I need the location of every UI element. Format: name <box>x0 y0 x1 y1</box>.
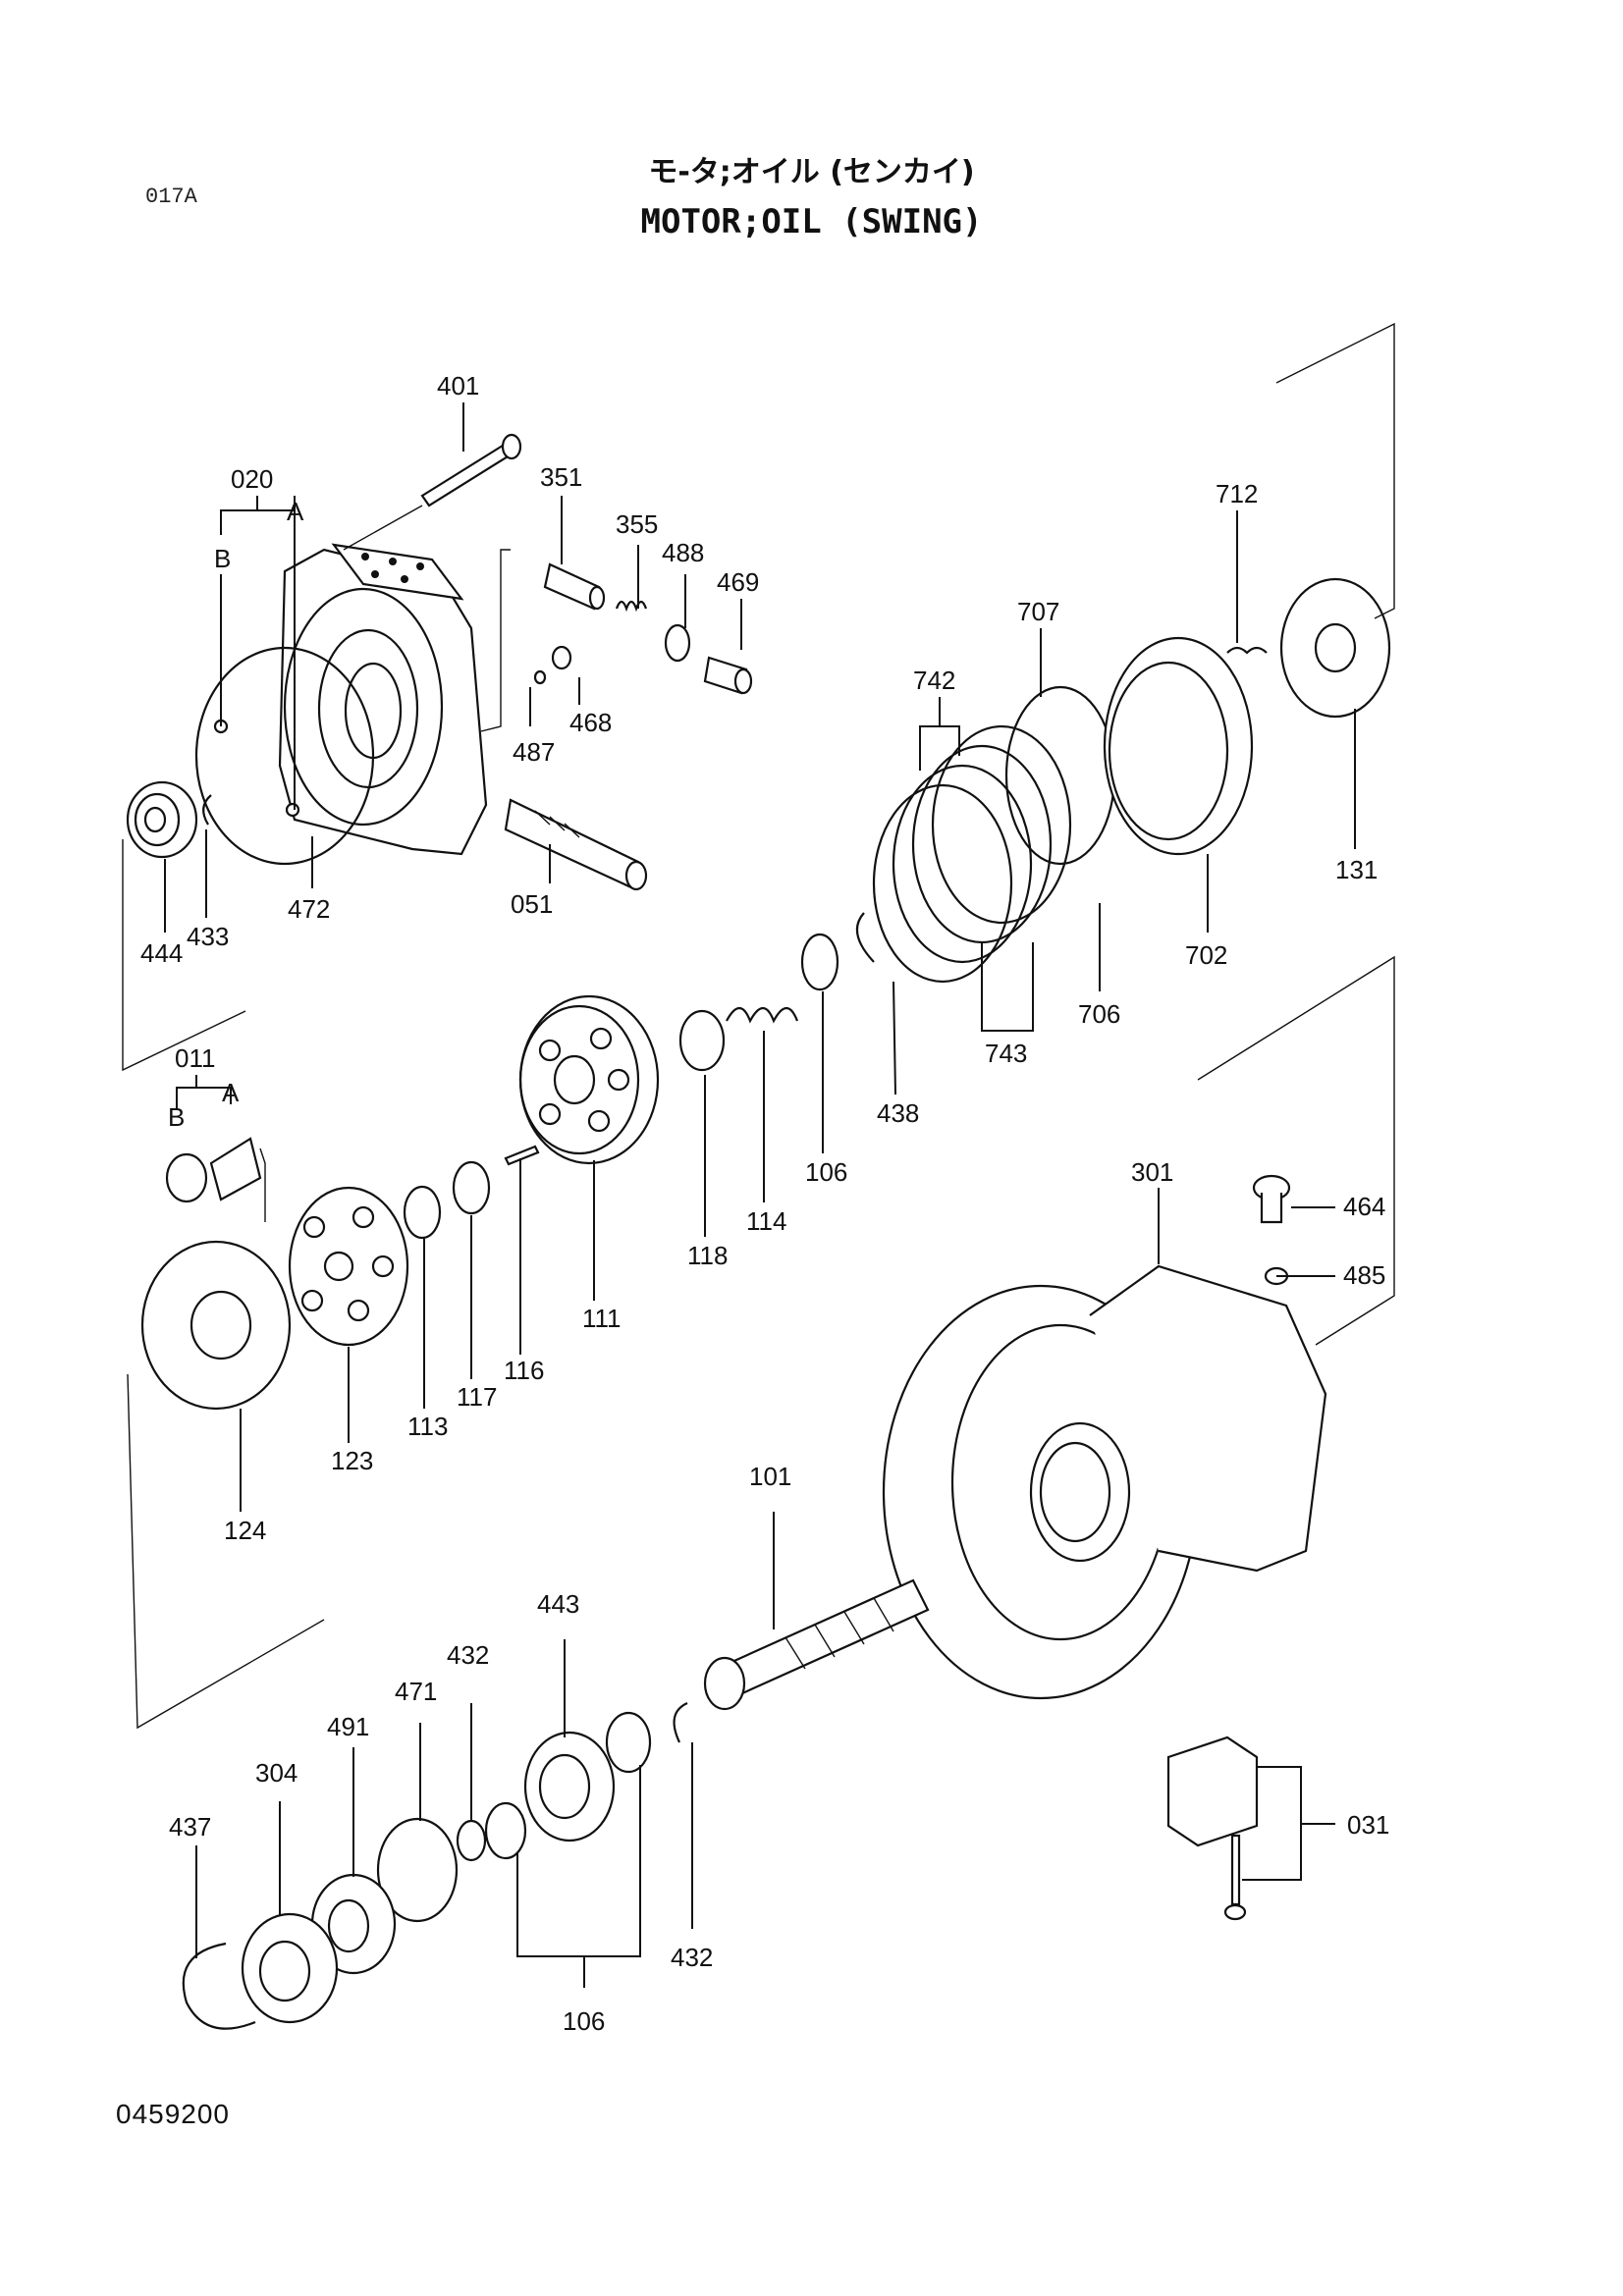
label-106-upper: 106 <box>805 1157 847 1187</box>
brake-piston-702-drawing <box>1103 636 1254 856</box>
snap-ring-432-b-drawing <box>456 1819 487 1862</box>
label-355: 355 <box>616 509 658 539</box>
label-106-lower: 106 <box>563 2006 605 2036</box>
title-english: MOTOR;OIL (SWING) <box>640 202 983 241</box>
cylinder-block-111-drawing <box>518 994 660 1165</box>
label-487: 487 <box>513 737 555 767</box>
title-japanese: モ-タ;オイル (センカイ) <box>648 155 975 189</box>
label-020-a: A <box>287 497 304 526</box>
label-742: 742 <box>913 666 955 695</box>
retainer-plate-123-drawing <box>288 1186 409 1347</box>
spring-712-drawing <box>1226 646 1268 655</box>
label-707: 707 <box>1017 597 1059 626</box>
label-116: 116 <box>504 1356 544 1385</box>
spring-114-drawing <box>726 1006 799 1024</box>
label-472: 472 <box>288 894 330 924</box>
spring-seat-118-drawing <box>678 1009 726 1072</box>
valve-plate-131-drawing <box>1279 577 1391 719</box>
label-706: 706 <box>1078 999 1120 1029</box>
label-491: 491 <box>327 1712 369 1741</box>
o-ring-471-drawing <box>376 1817 459 1923</box>
drawing-number: 0459200 <box>116 2099 231 2129</box>
label-351: 351 <box>540 462 582 492</box>
label-468: 468 <box>569 708 612 737</box>
label-743: 743 <box>985 1039 1027 1068</box>
label-438: 438 <box>877 1098 919 1128</box>
label-111: 111 <box>582 1304 622 1333</box>
assembly-guide-lines <box>122 322 1395 1730</box>
cover-304-drawing <box>241 1912 339 2024</box>
spring-355-drawing <box>615 600 648 613</box>
label-301: 301 <box>1131 1157 1173 1187</box>
label-437: 437 <box>169 1812 211 1842</box>
snap-ring-438-drawing <box>855 912 875 963</box>
bolt-401-drawing <box>420 433 522 507</box>
label-488: 488 <box>662 538 704 567</box>
piston-011-drawing <box>165 1137 262 1203</box>
pin-116-drawing <box>504 1145 540 1166</box>
spherical-bushing-113-drawing <box>403 1185 442 1240</box>
label-131: 131 <box>1335 855 1378 884</box>
label-011-b: B <box>168 1102 185 1132</box>
housing-301-drawing <box>882 1264 1327 1700</box>
label-443: 443 <box>537 1589 579 1619</box>
snap-ring-433-drawing <box>202 794 212 826</box>
bearing-444-drawing <box>126 780 198 859</box>
shaft-051-drawing <box>504 798 648 891</box>
label-469: 469 <box>717 567 759 597</box>
label-712: 712 <box>1216 479 1258 508</box>
label-123: 123 <box>331 1446 373 1475</box>
label-117: 117 <box>457 1382 497 1412</box>
leader-lines <box>164 402 1356 1988</box>
label-118: 118 <box>687 1241 728 1270</box>
label-011: 011 <box>175 1043 215 1073</box>
label-432-lower: 432 <box>671 1943 713 1972</box>
friction-plates-742-drawing <box>872 724 1072 984</box>
label-471: 471 <box>395 1677 437 1706</box>
label-432-upper: 432 <box>447 1640 489 1670</box>
label-011-a: A <box>222 1078 240 1107</box>
spacer-106-drawing <box>605 1711 652 1774</box>
label-020: 020 <box>231 464 273 494</box>
label-101: 101 <box>749 1462 791 1491</box>
plug-468-drawing <box>533 645 572 685</box>
label-485: 485 <box>1343 1260 1385 1290</box>
o-ring-488-drawing <box>664 623 691 663</box>
sheet-code: 017A <box>145 185 197 209</box>
thrust-plate-124-drawing <box>140 1240 292 1411</box>
label-401: 401 <box>437 371 479 400</box>
part-labels: 401 020 A B 351 355 488 469 468 487 712 … <box>140 371 1389 2036</box>
label-702: 702 <box>1185 940 1227 970</box>
collar-117-drawing <box>452 1160 491 1215</box>
label-051: 051 <box>511 889 553 919</box>
label-444: 444 <box>140 938 183 968</box>
washer-106-drawing <box>800 933 839 991</box>
bearing-443-drawing <box>523 1731 616 1842</box>
label-020-b: B <box>214 544 231 573</box>
snap-ring-432-drawing <box>673 1701 688 1743</box>
spacer-106-b-drawing <box>484 1801 527 1860</box>
relief-valve-031-drawing <box>1166 1735 1259 1921</box>
label-031: 031 <box>1347 1810 1389 1840</box>
valve-spool-351-drawing <box>543 562 606 611</box>
snap-ring-437-drawing <box>182 1942 256 2030</box>
plug-464-drawing <box>1252 1174 1291 1224</box>
drive-shaft-101-drawing <box>703 1578 930 1711</box>
label-464: 464 <box>1343 1192 1385 1221</box>
label-124: 124 <box>224 1516 266 1545</box>
label-114: 114 <box>746 1206 786 1236</box>
plug-469-drawing <box>703 656 753 695</box>
label-113: 113 <box>407 1412 448 1441</box>
valve-casing-drawing <box>194 543 488 866</box>
label-304: 304 <box>255 1758 298 1788</box>
label-433: 433 <box>187 922 229 951</box>
